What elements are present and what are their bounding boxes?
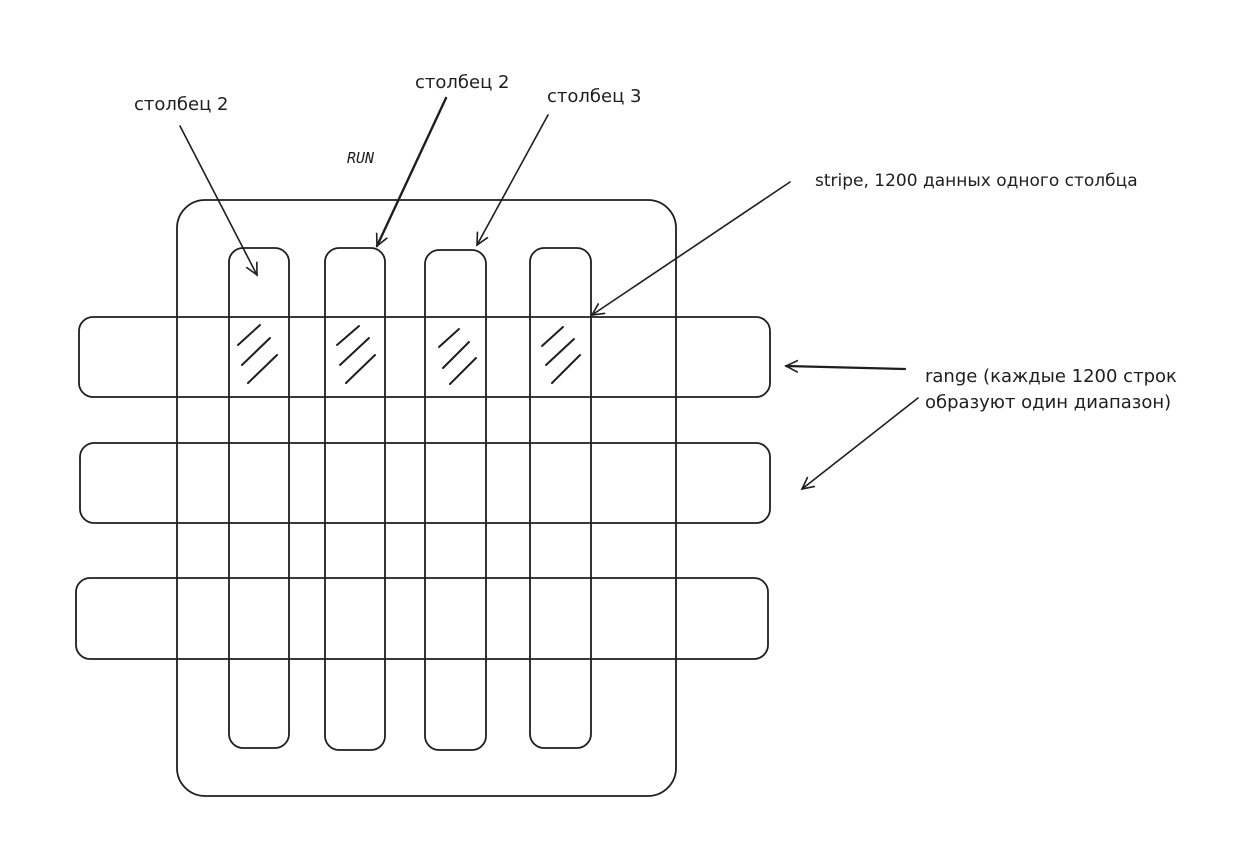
column-box-3 xyxy=(424,249,487,751)
arrow-range-2 xyxy=(802,397,919,489)
arrow-column-1 xyxy=(179,125,257,275)
stripe-hatch-2 xyxy=(336,325,376,384)
column-box-4 xyxy=(529,247,592,749)
column-label-2: столбец 2 xyxy=(415,72,510,93)
run-label: RUN xyxy=(347,149,375,167)
run-box xyxy=(176,199,677,797)
arrow-range-1 xyxy=(786,366,907,369)
range-annotation-line-1: range (каждые 1200 строк xyxy=(925,366,1177,387)
arrow-column-3 xyxy=(477,114,549,245)
stripe-annotation: stripe, 1200 данных одного столбца xyxy=(815,171,1138,191)
stripe-hatch-4 xyxy=(541,326,581,384)
range-row-1 xyxy=(78,316,771,398)
column-label-3: столбец 3 xyxy=(547,86,642,107)
arrow-column-2 xyxy=(375,96,448,246)
arrow-stripe xyxy=(592,181,791,315)
column-box-2 xyxy=(324,247,386,751)
stripe-hatch-1 xyxy=(237,324,278,384)
column-label-1: столбец 2 xyxy=(134,94,229,115)
stripe-hatch-3 xyxy=(438,328,477,385)
range-annotation-line-2: образуют один диапазон) xyxy=(925,392,1171,413)
range-row-3 xyxy=(75,577,769,660)
column-box-1 xyxy=(228,247,290,749)
range-row-2 xyxy=(79,442,771,524)
